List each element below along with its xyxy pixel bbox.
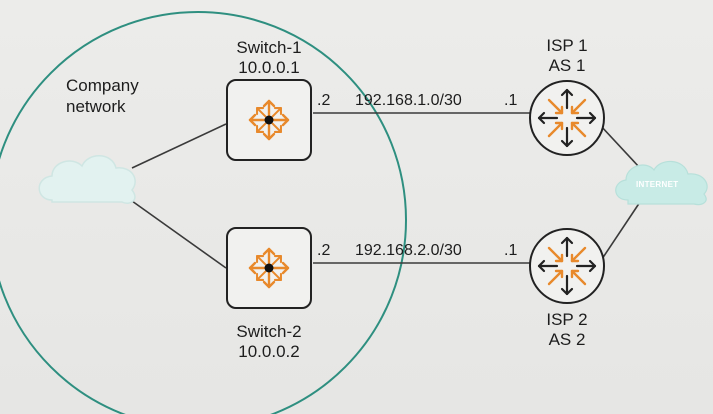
- switch-1-port-label: .2: [317, 92, 331, 109]
- switch-1-name: Switch-1: [236, 38, 302, 57]
- isp-2-as: AS 2: [548, 330, 586, 349]
- switch-1-ip: 10.0.0.1: [238, 58, 300, 77]
- company-network-label: Company network: [66, 75, 139, 117]
- link-2-subnet-label: 192.168.2.0/30: [355, 242, 462, 259]
- link-isp2-internet: [599, 201, 641, 263]
- isp-1-name: ISP 1: [546, 36, 588, 55]
- link-cloud-switch2: [131, 200, 227, 269]
- company-label-line2: network: [66, 97, 126, 116]
- switch-2-port-label: .2: [317, 242, 331, 259]
- isp-2-port-label: .1: [504, 242, 518, 259]
- link-1-subnet-label: 192.168.1.0/30: [355, 92, 462, 109]
- switch-2-icon[interactable]: [226, 227, 312, 309]
- isp-1-label: ISP 1 AS 1: [546, 36, 587, 76]
- link-cloud-switch1: [131, 123, 227, 169]
- internet-label: INTERNET: [636, 180, 679, 189]
- internet-cloud-icon: [615, 160, 708, 206]
- isp-2-name: ISP 2: [546, 310, 588, 329]
- isp-1-port-label: .1: [504, 92, 518, 109]
- company-label-line1: Company: [66, 76, 139, 95]
- isp-2-label: ISP 2 AS 2: [546, 310, 587, 350]
- switch-1-label: Switch-1 10.0.0.1: [236, 38, 301, 78]
- switch-2-name: Switch-2: [236, 322, 302, 341]
- company-network-boundary: [0, 11, 407, 414]
- link-isp1-internet: [599, 124, 641, 169]
- company-cloud-icon: [38, 155, 136, 204]
- isp-1-router-icon[interactable]: [529, 80, 605, 156]
- isp-1-as: AS 1: [548, 56, 586, 75]
- switch-2-ip: 10.0.0.2: [238, 342, 300, 361]
- switch-2-label: Switch-2 10.0.0.2: [236, 322, 301, 362]
- switch-1-icon[interactable]: [226, 79, 312, 161]
- isp-2-router-icon[interactable]: [529, 228, 605, 304]
